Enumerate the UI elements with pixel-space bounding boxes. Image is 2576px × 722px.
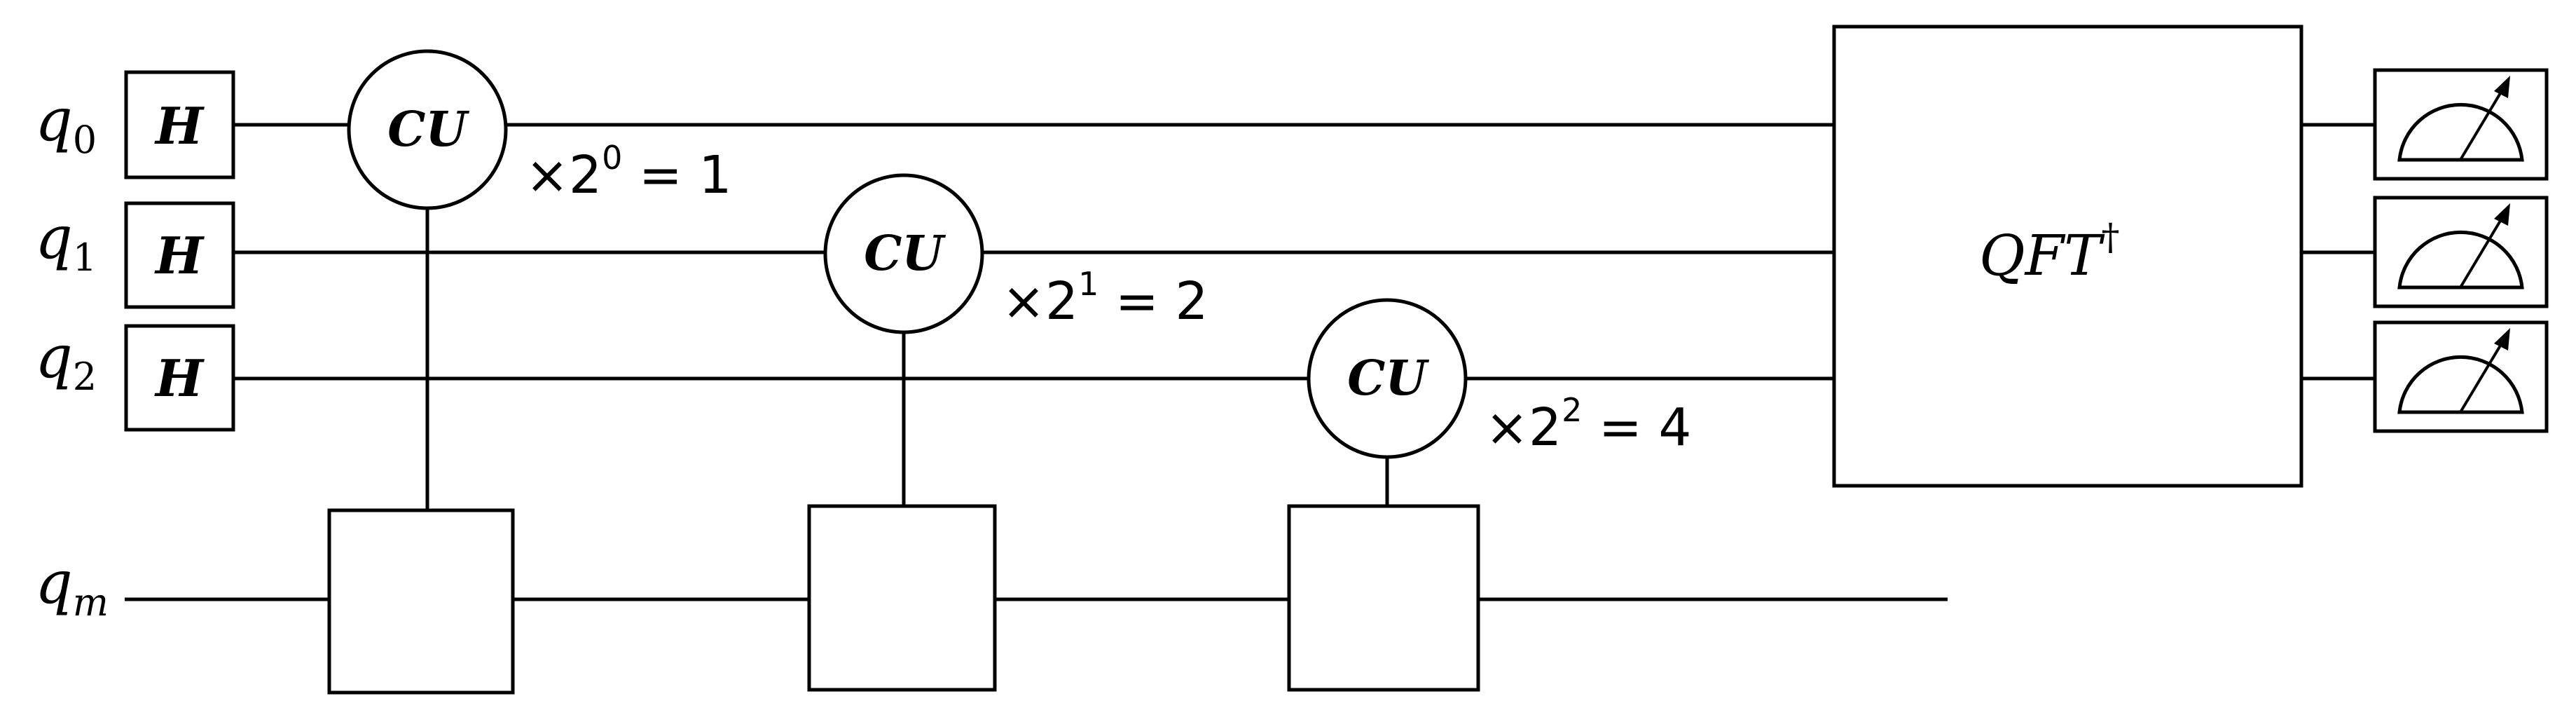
inverse-qft-label: QFT† [1979,217,2119,288]
hadamard-label-q1: H [154,226,205,285]
meter-arc-icon [2397,355,2524,414]
multiplier-annotation-3: ×22 = 4 [1485,391,1692,458]
cu-gate-1: CU [347,49,508,210]
multiplier-annotation-2: ×21 = 2 [1002,265,1208,332]
inverse-qft-gate: QFT† [1832,25,2303,488]
unitary-box-2 [807,504,997,692]
meter-arc-icon [2397,230,2524,290]
cu-gate-1-label: CU [387,102,469,158]
measurement-meter-q1 [2373,196,2549,308]
hadamard-gate-q2: H [124,324,235,432]
unitary-box-3 [1287,504,1480,692]
cu-gate-3-label: CU [1347,350,1429,407]
measurement-meter-q0 [2373,68,2549,181]
measurement-meter-q2 [2373,320,2549,433]
hadamard-label-q0: H [154,96,205,156]
meter-arc-icon [2397,102,2524,162]
multiplier-annotation-1: ×20 = 1 [525,139,732,205]
cu-gate-2-label: CU [864,226,946,282]
qubit-label-q1: q1 [35,203,97,280]
qubit-label-q0: q0 [35,86,97,162]
cu-gate-2: CU [823,173,984,334]
meter-needle-icon [2459,341,2504,414]
hadamard-gate-q0: H [124,70,235,179]
qubit-label-qm: qm [35,548,109,625]
meter-needle-icon [2459,216,2504,289]
hadamard-gate-q1: H [124,201,235,309]
meter-needle-icon [2459,88,2504,161]
unitary-box-1 [327,508,515,695]
qubit-label-q2: q2 [35,322,97,399]
cu-gate-3: CU [1307,298,1468,459]
hadamard-label-q2: H [154,348,205,408]
